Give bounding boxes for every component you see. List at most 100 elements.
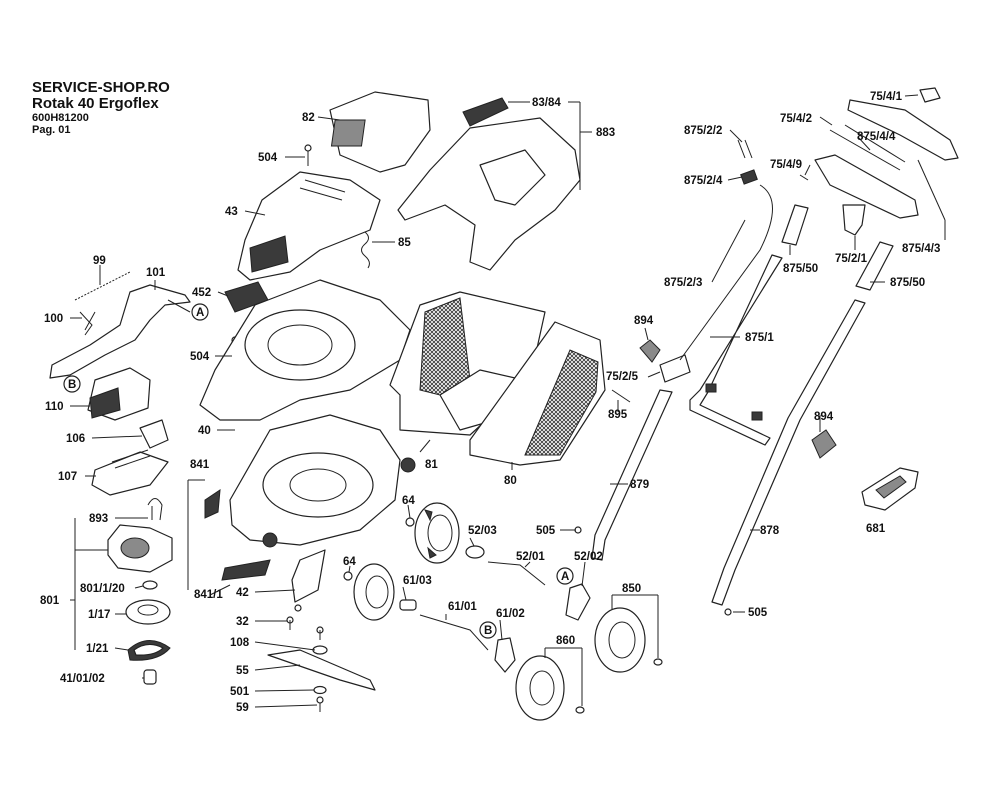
callout-75-4-1: 75/4/1	[870, 91, 903, 103]
part-blade-55	[267, 649, 376, 691]
callout-82: 82	[302, 112, 315, 124]
model-name: Rotak 40 Ergoflex	[32, 95, 159, 112]
diagram-header: SERVICE-SHOP.RO Rotak 40 Ergoflex 600H81…	[32, 80, 170, 137]
part-spring-85	[361, 231, 370, 269]
part-cable-893	[147, 498, 163, 521]
callout-841-1: 841/1	[194, 589, 223, 601]
callout-452: 452	[192, 287, 211, 299]
part-upper-handle-875-1	[689, 254, 783, 446]
part-washer-501	[313, 685, 327, 695]
callout-875-50-upper: 875/50	[783, 263, 818, 275]
callout-a-1: A	[196, 307, 204, 319]
callout-501: 501	[230, 686, 250, 698]
callout-895: 895	[608, 409, 628, 421]
part-washer-801-1-20	[142, 580, 158, 590]
callout-41-01-02: 41/01/02	[60, 673, 105, 685]
part-height-lever-61-02	[494, 637, 516, 673]
callout-875-50-lower: 875/50	[890, 277, 925, 289]
callout-a-2: A	[561, 571, 569, 583]
callout-841: 841	[190, 459, 210, 471]
callout-801: 801	[40, 595, 60, 607]
part-wheel-850	[594, 607, 663, 673]
callout-875-2-4: 875/2/4	[684, 175, 723, 187]
callout-75-2-5: 75/2/5	[606, 371, 639, 383]
callout-860: 860	[556, 635, 575, 647]
callout-59: 59	[236, 702, 249, 714]
callout-64-low: 64	[343, 556, 356, 568]
part-motor-hood-43	[237, 171, 381, 281]
callout-504-top: 504	[258, 152, 278, 164]
callout-106: 106	[66, 433, 85, 445]
callout-505-lower: 505	[536, 525, 556, 537]
callout-893: 893	[89, 513, 108, 525]
callout-875-2-2: 875/2/2	[684, 125, 722, 137]
part-brackets-841-1	[204, 489, 271, 581]
part-grip-681	[861, 467, 919, 511]
part-wheel-860	[515, 655, 585, 721]
part-screw-64-low	[343, 571, 353, 581]
callout-55: 55	[236, 665, 249, 677]
part-blade-guard-42	[291, 549, 326, 603]
callout-61-02: 61/02	[496, 608, 525, 620]
callout-875-1: 875/1	[745, 332, 774, 344]
part-sleeve-875-50-upper	[781, 204, 809, 246]
callout-61-03: 61/03	[403, 575, 432, 587]
marker-circle-a-1	[191, 303, 209, 321]
callout-75-4-2: 75/4/2	[780, 113, 812, 125]
part-bushing-41-01-02	[143, 669, 157, 685]
callout-61-01: 61/01	[448, 601, 477, 613]
callout-42: 42	[236, 587, 249, 599]
callout-875-2-3: 875/2/3	[664, 277, 702, 289]
callout-99: 99	[93, 255, 106, 267]
part-pulley-1-17	[125, 599, 171, 625]
callout-b-2: B	[484, 625, 492, 637]
callout-83-84: 83/84	[532, 97, 561, 109]
part-axle-61-01	[419, 614, 489, 651]
part-screw-504-top	[304, 144, 312, 166]
callout-80: 80	[504, 475, 517, 487]
callout-894-left: 894	[634, 315, 654, 327]
part-grass-box-lid-883	[397, 97, 581, 271]
part-washer-108	[312, 645, 328, 655]
callout-75-4-9: 75/4/9	[770, 159, 802, 171]
callout-850: 850	[622, 583, 641, 595]
part-lower-handle-879	[591, 389, 673, 561]
part-cover-107	[91, 449, 169, 496]
marker-circle-a-2	[556, 567, 574, 585]
part-clip-100	[79, 311, 96, 336]
part-cable-875-2-3	[679, 184, 773, 361]
callout-875-4-4: 875/4/4	[857, 131, 896, 143]
part-knob-894-right	[811, 429, 837, 459]
marker-circle-b-1	[63, 375, 81, 393]
part-handle-bar-875-4	[814, 87, 959, 219]
callout-101: 101	[146, 267, 166, 279]
part-deck-841	[229, 414, 416, 548]
part-upper-tube-878	[711, 299, 866, 606]
callout-110: 110	[45, 401, 64, 413]
part-switch-75-2-1	[842, 204, 866, 236]
part-pin-895	[611, 389, 631, 403]
part-upper-housing-40	[199, 279, 411, 421]
part-wheel-rear-upper	[353, 563, 395, 621]
marker-circle-b-2	[479, 621, 497, 639]
part-belt-1-21	[127, 640, 171, 661]
callout-32: 32	[236, 616, 249, 628]
callout-b-1: B	[68, 379, 76, 391]
callout-1-21: 1/21	[86, 643, 109, 655]
part-cable-875-2-2	[737, 139, 753, 159]
part-motor-801	[107, 524, 173, 573]
callout-52-02: 52/02	[574, 551, 603, 563]
callout-100: 100	[44, 313, 63, 325]
callout-1-17: 1/17	[88, 609, 110, 621]
part-bushing-52-03	[465, 545, 485, 559]
part-knob-894-left	[639, 339, 661, 363]
leader-lines	[70, 94, 946, 708]
callout-894-right: 894	[814, 411, 834, 423]
callout-labels: 82 504 43 85 83/84 883 99 101 100 A 452 …	[40, 91, 940, 714]
part-lever-101	[49, 284, 191, 379]
callout-52-01: 52/01	[516, 551, 545, 563]
callout-878: 878	[760, 525, 780, 537]
part-screws-32	[286, 604, 324, 640]
callout-64-top: 64	[402, 495, 415, 507]
